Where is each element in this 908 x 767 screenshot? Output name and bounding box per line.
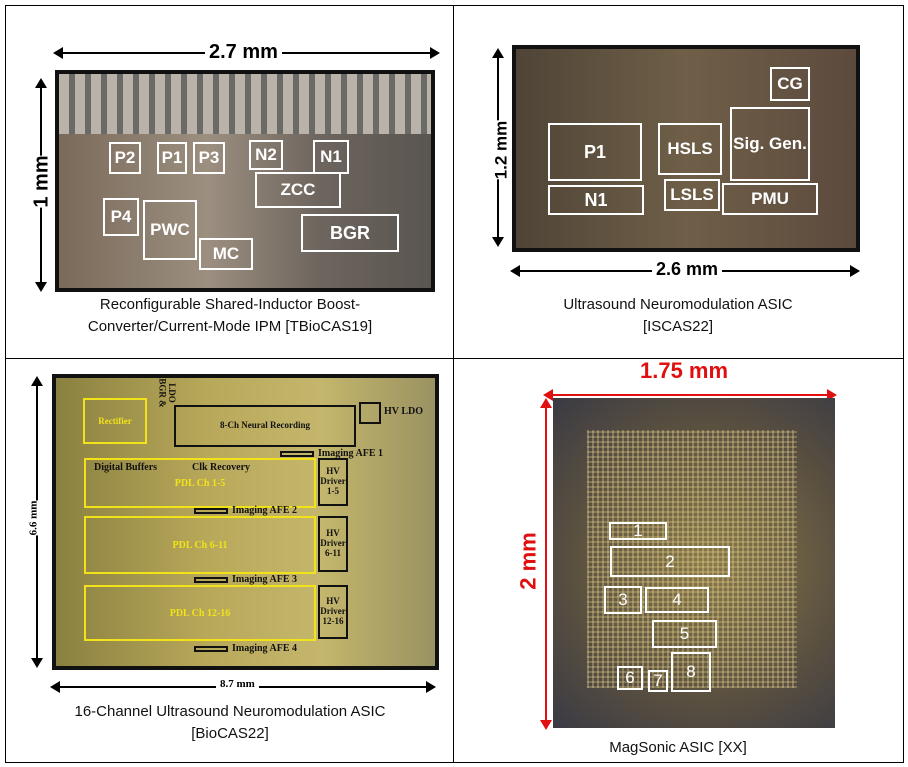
block-1: 1	[609, 522, 667, 540]
block-imaging-afe-3	[194, 577, 228, 583]
block-p4: P4	[103, 198, 139, 236]
row-divider	[5, 358, 903, 359]
caption-line-1: Reconfigurable Shared-Inductor Boost-	[99, 296, 361, 313]
block-hv-driver-1-5: HV Driver 1-5	[318, 458, 348, 506]
column-divider	[453, 5, 454, 762]
chip-photo: 1 2 3 4 5 6 7 8	[553, 398, 835, 728]
block-n1: N1	[313, 140, 349, 174]
caption-line-2: [BioCAS22]	[191, 725, 269, 742]
block-bgr: BGR	[301, 214, 399, 252]
caption-line-2: Converter/Current-Mode IPM [TBioCAS19]	[87, 318, 373, 335]
block-hsls: HSLS	[658, 123, 722, 175]
block-lsls: LSLS	[664, 179, 720, 211]
label-hv-ldo: HV LDO	[384, 406, 423, 417]
chip-photo: Rectifier BGR & LDO 8-Ch Neural Recordin…	[52, 374, 439, 670]
block-p1: P1	[548, 123, 642, 181]
width-label: 2.7 mm	[205, 41, 282, 64]
block-3: 3	[604, 586, 642, 614]
label-imaging-afe-1: Imaging AFE 1	[318, 448, 384, 459]
block-cg: CG	[770, 67, 810, 101]
block-pdl-ch-1-5: PDL Ch 1-5	[84, 458, 316, 508]
block-5: 5	[652, 620, 717, 648]
height-label: 2 mm	[515, 532, 542, 590]
width-label: 8.7 mm	[216, 678, 259, 690]
block-imaging-afe-4	[194, 646, 228, 652]
height-label: 6.6 mm	[27, 500, 40, 536]
block-pmu: PMU	[722, 183, 818, 215]
block-zcc: ZCC	[255, 172, 341, 208]
chip-photo: P1 N1 HSLS LSLS Sig. Gen. CG PMU	[512, 45, 860, 252]
label-imaging-afe-4: Imaging AFE 4	[232, 643, 298, 654]
chip-photo: P2 P1 P3 N2 N1 ZCC P4 PWC MC BGR	[55, 70, 435, 292]
block-sig-gen: Sig. Gen.	[730, 107, 810, 181]
block-imaging-afe-1	[280, 451, 314, 457]
table-border	[5, 5, 904, 763]
label-imaging-afe-3: Imaging AFE 3	[232, 574, 298, 585]
width-arrow	[543, 389, 837, 401]
label-imaging-afe-2: Imaging AFE 2	[232, 505, 298, 516]
caption-line-1: Ultrasound Neuromodulation ASIC	[563, 296, 793, 313]
block-hv-driver-6-11: HV Driver 6-11	[318, 516, 348, 572]
caption-line-1: 16-Channel Ultrasound Neuromodulation AS…	[74, 703, 386, 720]
block-7: 7	[648, 670, 668, 692]
block-6: 6	[617, 666, 643, 690]
block-n2: N2	[249, 140, 283, 170]
label-digital-buffers: Digital Buffers	[94, 462, 158, 473]
label-ldo: LDO	[166, 383, 177, 403]
width-label: 2.6 mm	[652, 259, 723, 280]
caption-line-2: [ISCAS22]	[642, 318, 714, 335]
block-8: 8	[671, 652, 711, 692]
block-p3: P3	[193, 142, 225, 174]
caption-line-1: MagSonic ASIC [XX]	[609, 739, 747, 756]
block-2: 2	[610, 546, 730, 577]
block-neural-recording: 8-Ch Neural Recording	[174, 405, 356, 447]
block-p2: P2	[109, 142, 141, 174]
label-clk-recovery: Clk Recovery	[192, 462, 251, 473]
block-rectifier: Rectifier	[83, 398, 147, 444]
block-pwc: PWC	[143, 200, 197, 260]
block-hv-ldo	[359, 402, 381, 424]
width-label: 1.75 mm	[640, 358, 729, 383]
block-pdl-ch-6-11: PDL Ch 6-11	[84, 516, 316, 574]
block-imaging-afe-2	[194, 508, 228, 514]
block-pdl-ch-12-16: PDL Ch 12-16	[84, 585, 316, 641]
block-n1: N1	[548, 185, 644, 215]
block-hv-driver-12-16: HV Driver 12-16	[318, 585, 348, 639]
height-label: 1 mm	[30, 155, 54, 208]
height-arrow	[540, 398, 552, 730]
height-label: 1.2 mm	[491, 120, 512, 180]
block-p1: P1	[157, 142, 187, 174]
block-4: 4	[645, 587, 709, 613]
block-mc: MC	[199, 238, 253, 270]
